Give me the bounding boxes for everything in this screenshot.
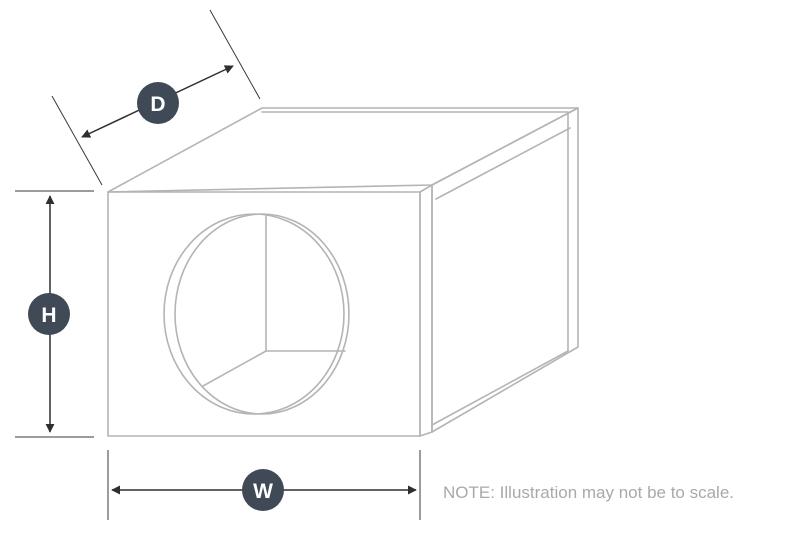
depth-extension-line-front [51,95,103,186]
depth-dimension: D [51,9,261,186]
width-badge: W [242,469,284,511]
width-label: W [253,480,273,503]
height-badge: H [28,293,70,335]
width-dimension: W [107,450,421,520]
depth-badge: D [137,82,179,124]
scale-note: NOTE: Illustration may not be to scale. [443,483,735,502]
depth-extension-line-back [209,9,261,100]
height-dimension: H [15,190,94,438]
depth-label: D [150,93,165,116]
height-label: H [41,304,56,327]
box-front-panel-edge [419,184,433,437]
box-front-face [107,191,421,437]
box-top-face [107,107,579,193]
box-side-inner-edge [431,111,569,426]
speaker-cutout-outer [163,213,345,415]
box-side-back-edge [435,127,571,200]
interior-diagonal-corner [202,350,267,387]
speaker-box [107,107,579,437]
box-side-face [431,107,579,433]
speaker-cutout-inner [174,213,350,415]
